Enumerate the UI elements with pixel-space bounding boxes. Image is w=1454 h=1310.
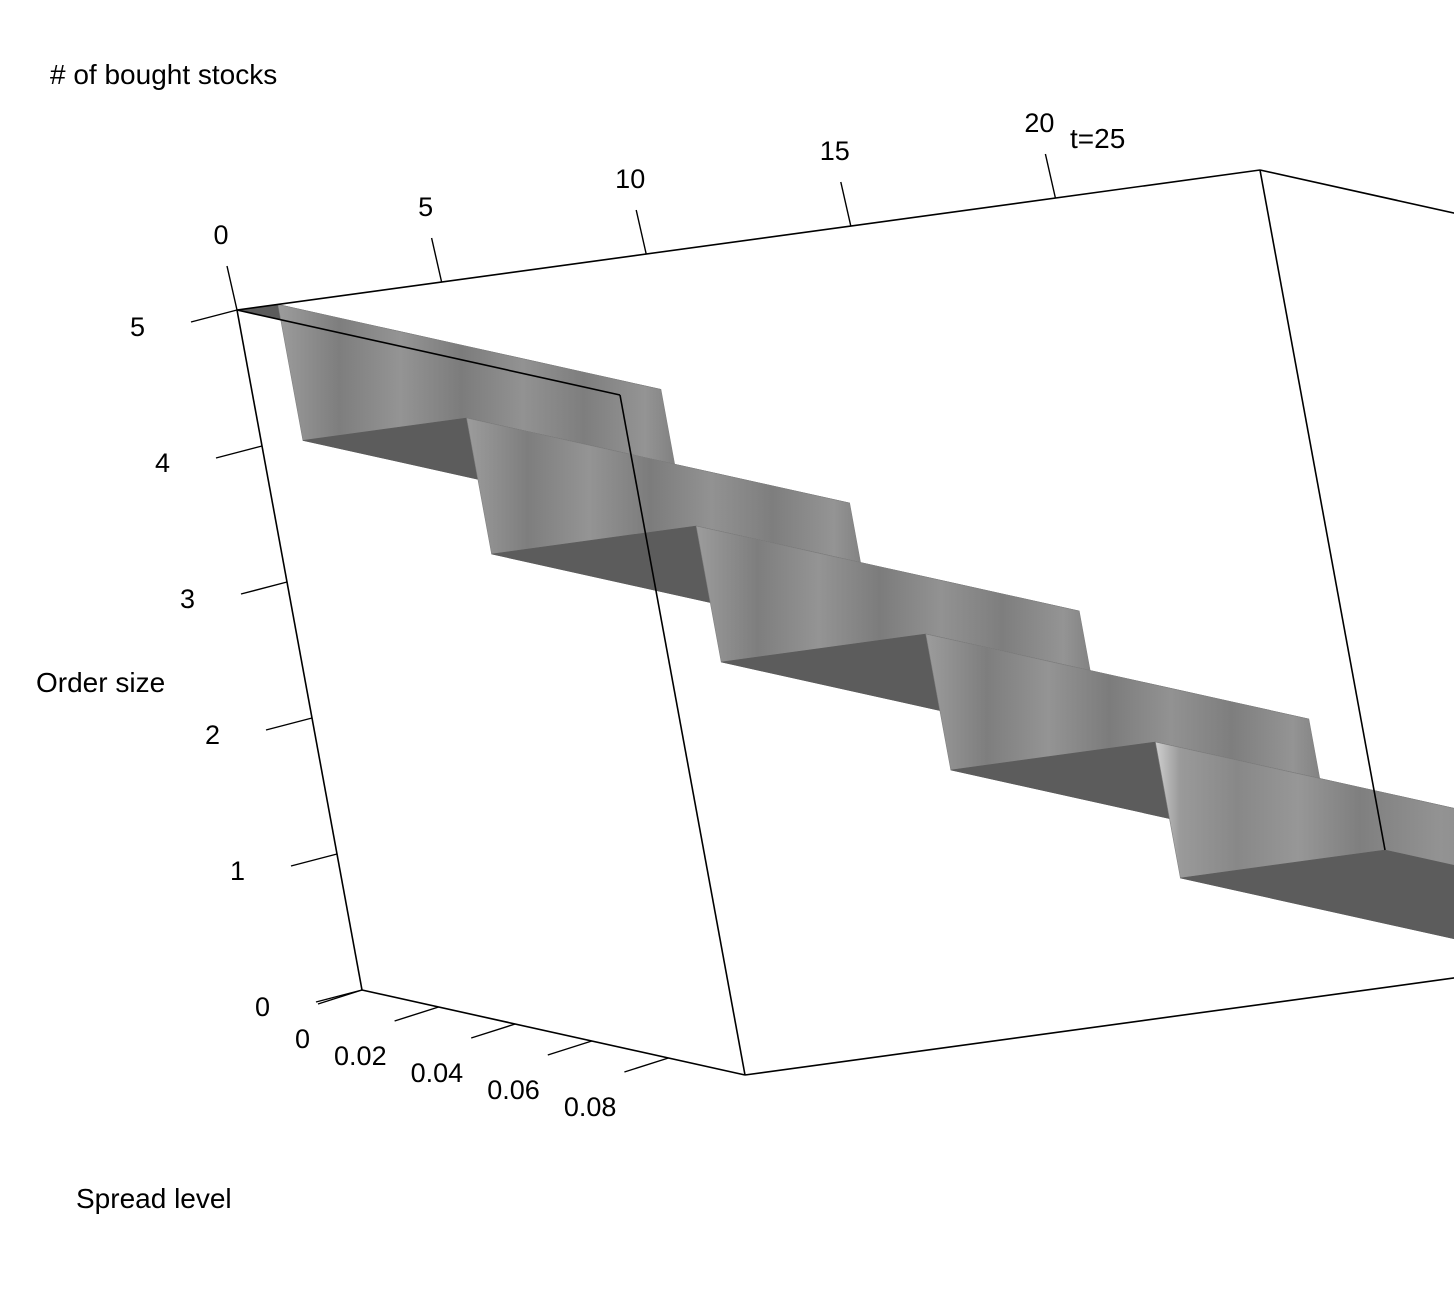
box-edge (236, 169, 1261, 311)
x-tick (470, 1023, 516, 1039)
z-tick (190, 309, 238, 323)
x-axis-label: Spread level (76, 1183, 232, 1214)
z-tick-label: 3 (180, 584, 195, 614)
box-edge (1259, 169, 1454, 214)
z-tick (290, 853, 338, 867)
box-edge (236, 309, 621, 396)
y-tick-label: 20 (1024, 108, 1054, 138)
x-tick-label: 0.04 (411, 1058, 464, 1088)
chart-title: t=25 (1070, 123, 1125, 154)
z-tick (215, 445, 263, 459)
y-tick (430, 237, 443, 283)
x-tick-label: 0.08 (564, 1092, 617, 1122)
z-tick-label: 1 (230, 856, 245, 886)
x-tick-label: 0 (295, 1024, 310, 1054)
x-tick (394, 1006, 439, 1022)
y-tick-label: 0 (213, 220, 228, 250)
z-tick-label: 5 (130, 312, 145, 342)
y-tick (840, 181, 852, 227)
x-tick-label: 0.02 (334, 1041, 387, 1071)
box-front-edges (236, 169, 1454, 1076)
y-tick (635, 209, 647, 255)
box-edge (744, 977, 1454, 1076)
surface-top-face (1180, 849, 1454, 940)
y-tick-label: 15 (820, 136, 850, 166)
x-tick-label: 0.06 (487, 1075, 540, 1105)
box-edge (619, 394, 746, 1076)
z-tick-label: 2 (205, 720, 220, 750)
z-tick-label: 0 (255, 992, 270, 1022)
box-edge (236, 309, 363, 991)
z-tick (265, 717, 313, 731)
box-edge (1259, 169, 1386, 851)
y-tick-label: 5 (418, 192, 433, 222)
x-tick (317, 989, 363, 1005)
x-tick (547, 1040, 593, 1056)
step-surface (236, 304, 1454, 940)
y-tick (226, 265, 238, 311)
box-edge (361, 989, 746, 1076)
z-tick (240, 581, 288, 595)
y-tick-label: 10 (615, 164, 645, 194)
z-tick-label: 4 (155, 448, 170, 478)
y-tick (1044, 153, 1057, 199)
y-axis-label: # of bought stocks (50, 59, 277, 90)
axes-ticks: 0 1 2 3 4 5 0 0.02 0.04 0.06 0.08 0 5 10 15 20 (130, 108, 1057, 1122)
z-axis-label: Order size (36, 667, 165, 698)
x-tick (624, 1057, 669, 1073)
